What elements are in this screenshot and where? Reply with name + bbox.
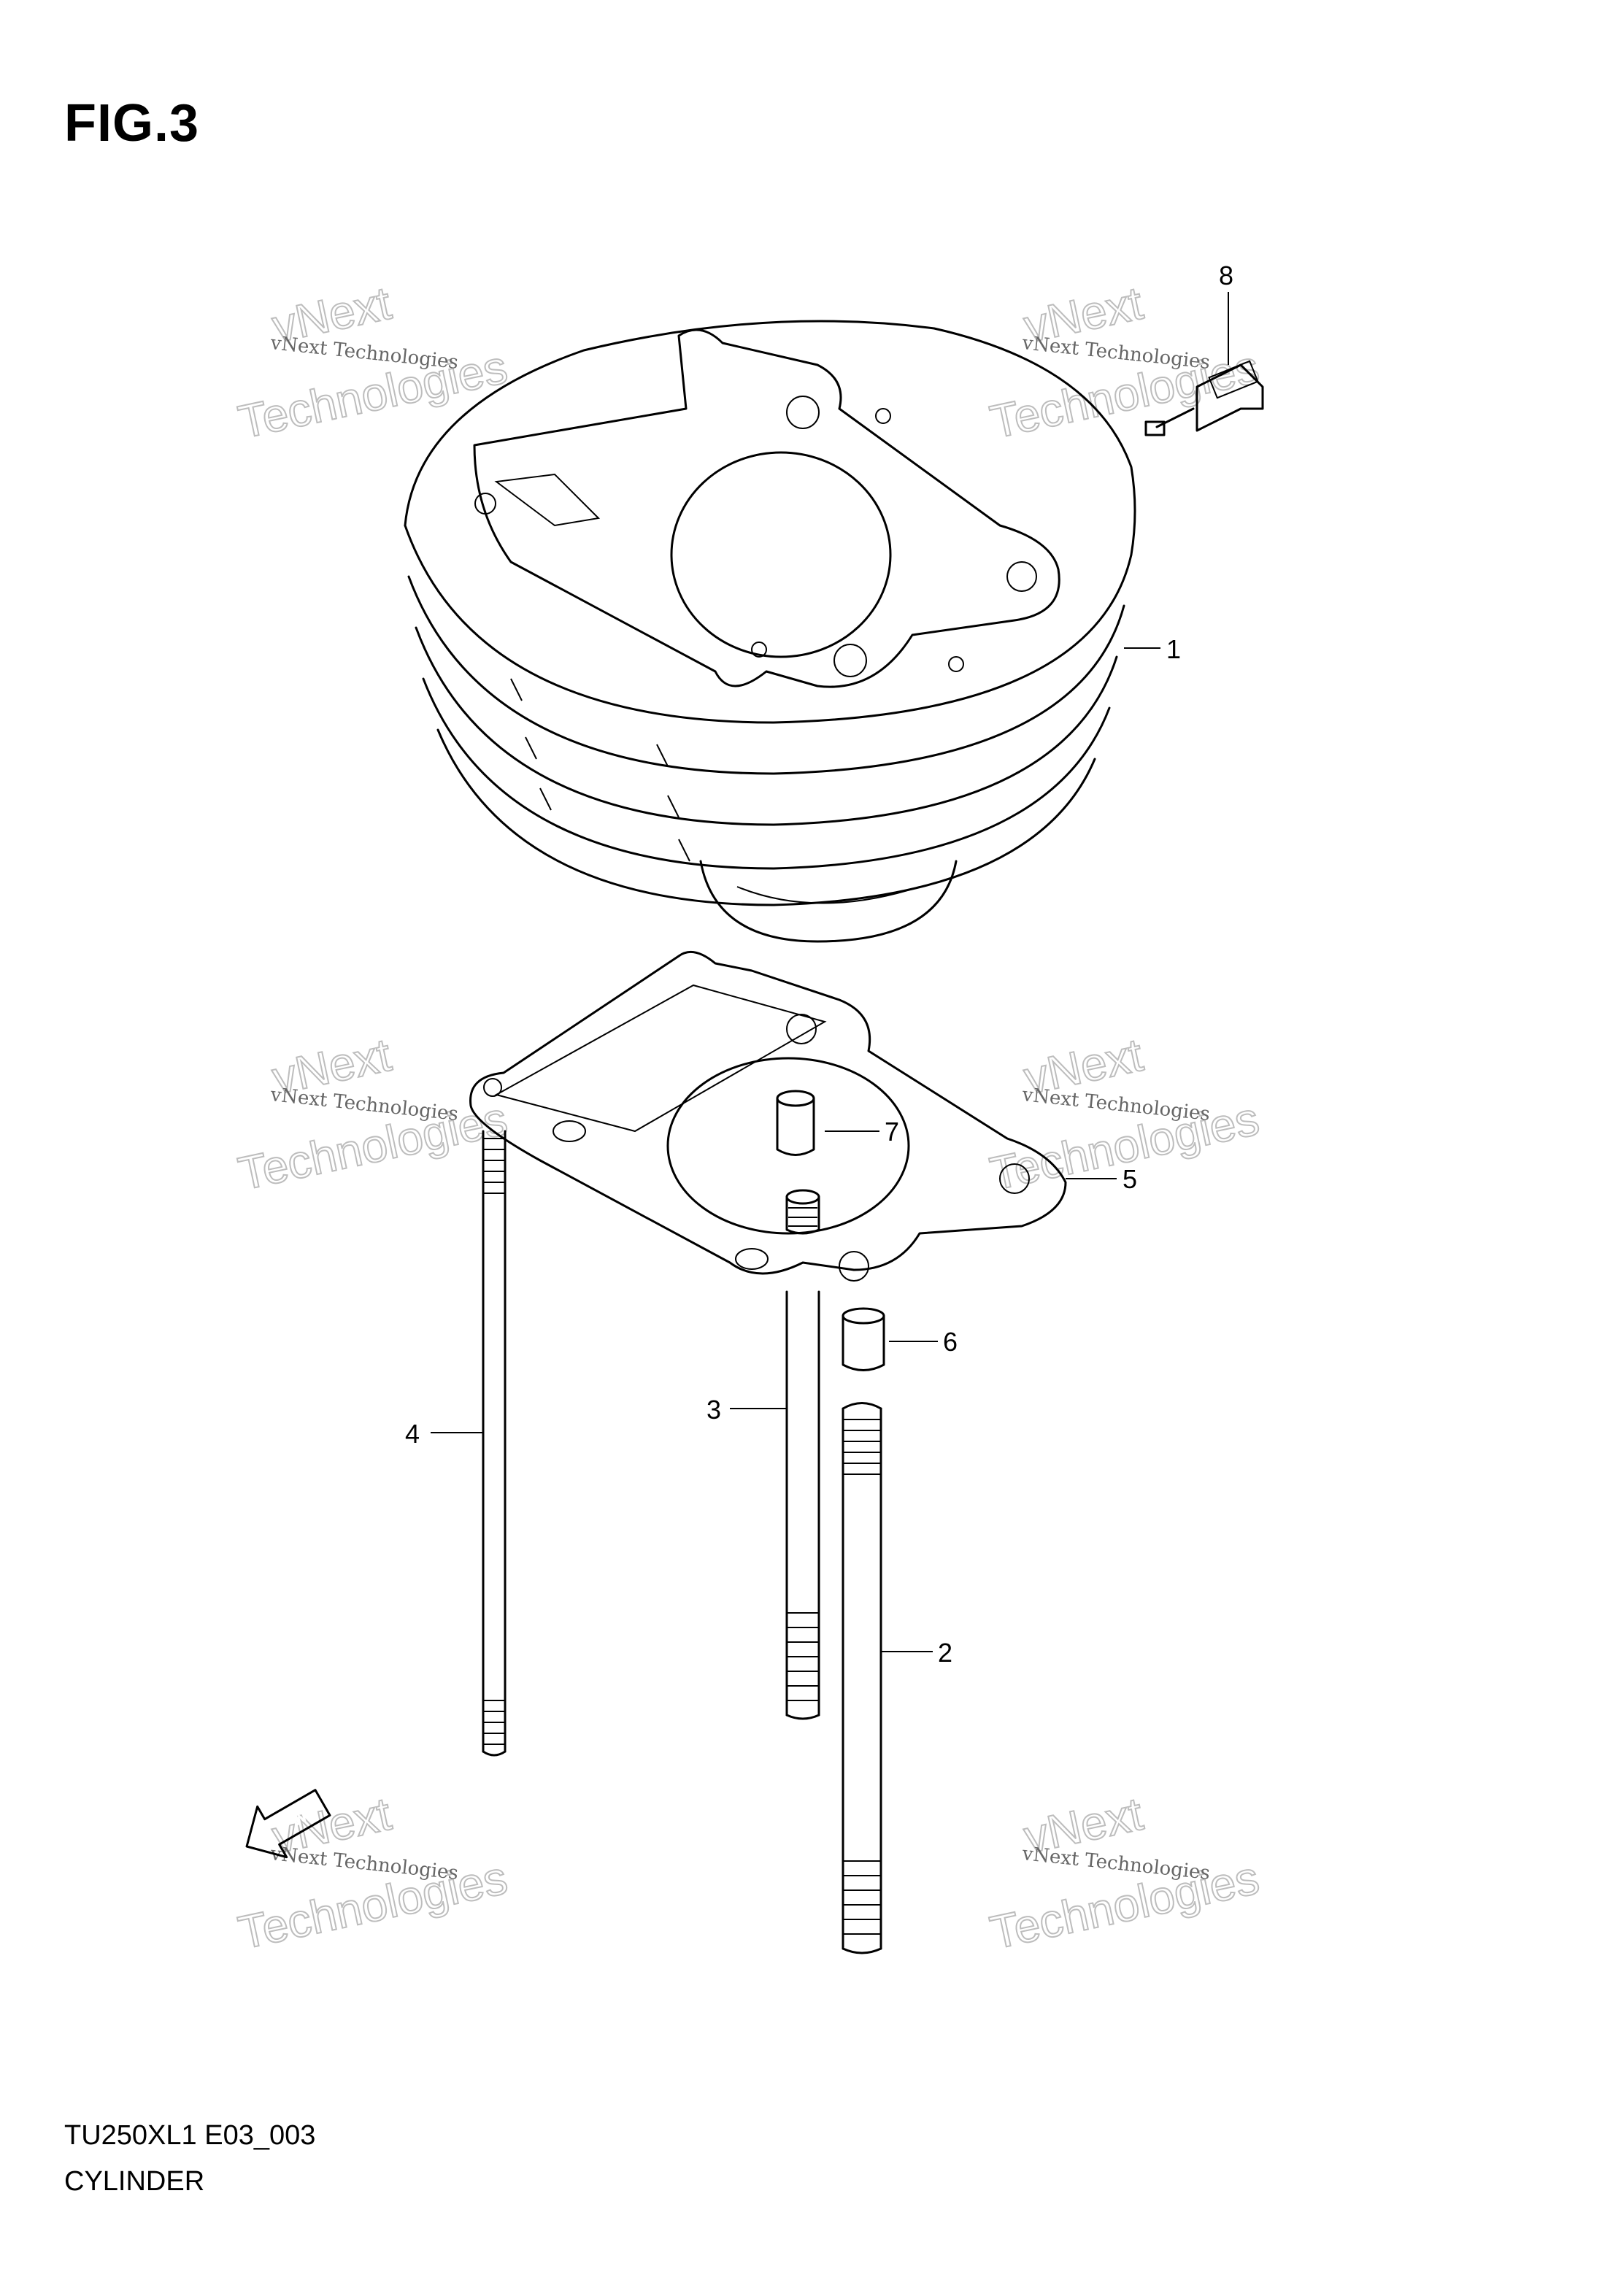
part-5-gasket xyxy=(469,950,1067,1282)
watermark-top-right: vNext Technologies vNext Technologies xyxy=(985,276,1264,450)
part-3-stud-bolt xyxy=(785,1290,820,1720)
section-name: CYLINDER xyxy=(64,2166,205,2197)
svg-text:vNext Technologies: vNext Technologies xyxy=(1020,332,1211,374)
watermark-mid-left: vNext Technologies vNext Technologies xyxy=(234,1028,512,1201)
watermark-top-left: vNext Technologies vNext Technologies xyxy=(234,276,512,450)
callout-4: 4 xyxy=(405,1419,420,1449)
callout-1: 1 xyxy=(1166,634,1181,664)
part-1-cylinder xyxy=(404,320,1136,943)
svg-text:vNext Technologies: vNext Technologies xyxy=(269,1843,459,1884)
callout-5: 5 xyxy=(1123,1164,1137,1194)
svg-text:vNext Technologies: vNext Technologies xyxy=(1020,1084,1211,1125)
watermark-bottom-right: vNext Technologies vNext Technologies xyxy=(985,1787,1264,1960)
callout-6: 6 xyxy=(943,1327,958,1357)
part-2-stud-bolt xyxy=(842,1402,882,1954)
model-code: TU250XL1 E03_003 xyxy=(64,2120,316,2151)
callout-8: 8 xyxy=(1219,261,1233,290)
callout-2: 2 xyxy=(938,1638,952,1668)
svg-text:vNext Technologies: vNext Technologies xyxy=(1020,1843,1211,1884)
svg-text:vNext Technologies: vNext Technologies xyxy=(269,1084,459,1125)
svg-text:vNext Technologies: vNext Technologies xyxy=(269,332,459,374)
part-8-sensor xyxy=(1144,360,1264,436)
part-4-stud-bolt xyxy=(482,1130,507,1757)
callout-7: 7 xyxy=(885,1117,899,1147)
part-6-dowel-pin xyxy=(842,1307,885,1371)
callout-3: 3 xyxy=(706,1395,721,1425)
figure-title: FIG.3 xyxy=(64,94,200,153)
part-7-dowel-pin xyxy=(776,1090,820,1235)
